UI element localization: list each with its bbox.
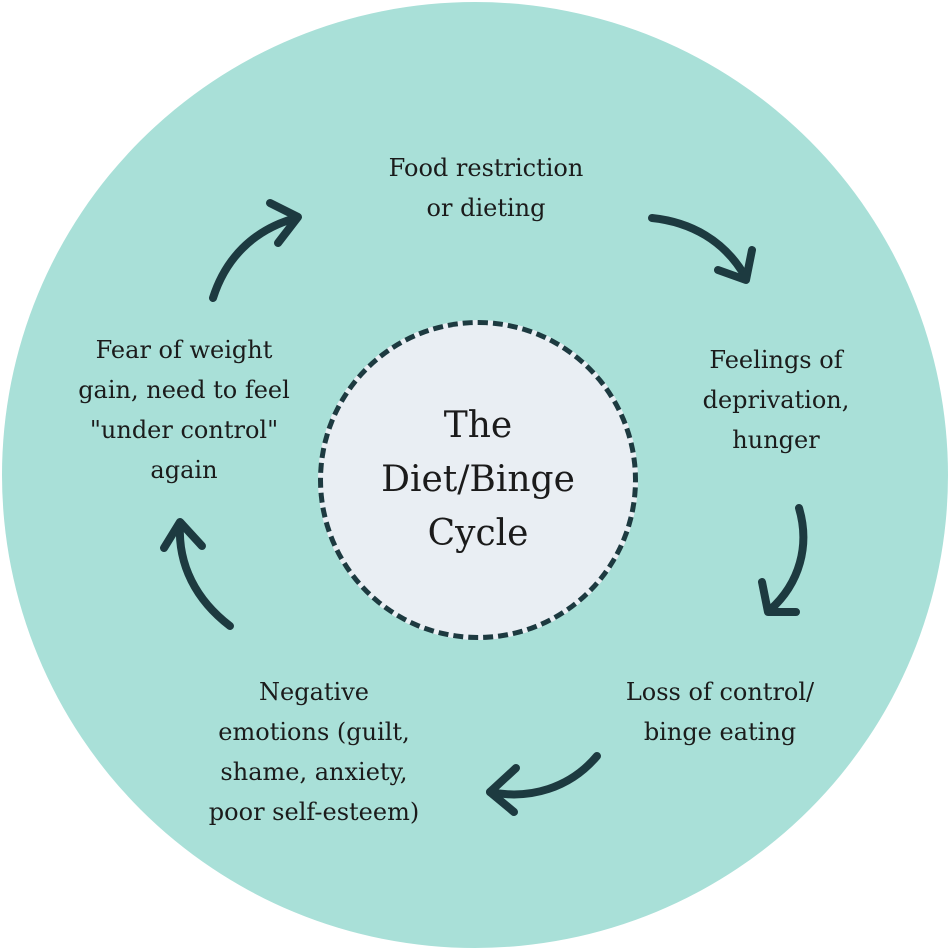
stage-deprivation: Feelings of deprivation, hunger	[703, 340, 850, 460]
stage-line: "under control"	[89, 416, 279, 444]
stage-line: Loss of control/	[625, 678, 815, 706]
arrow-emotions-to-fear	[160, 518, 234, 630]
stage-line: shame, anxiety,	[220, 758, 408, 786]
stage-line: again	[150, 456, 218, 484]
stage-line: gain, need to feel	[78, 376, 290, 404]
stage-line: or dieting	[426, 194, 546, 222]
stage-line: Fear of weight	[95, 336, 273, 364]
stage-fear-weight-gain: Fear of weight gain, need to feel "under…	[78, 330, 290, 490]
stage-line: Negative	[259, 678, 369, 706]
stage-line: Food restriction	[388, 154, 584, 182]
center-circle: The Diet/Binge Cycle	[318, 320, 638, 640]
stage-binge-eating: Loss of control/ binge eating	[626, 672, 814, 752]
stage-line: poor self-esteem)	[208, 798, 420, 826]
stage-line: deprivation,	[702, 386, 850, 414]
stage-negative-emotions: Negative emotions (guilt, shame, anxiety…	[209, 672, 419, 832]
arrow-deprivation-to-binge	[758, 504, 808, 616]
arrow-restriction-to-deprivation	[648, 214, 756, 284]
stage-line: hunger	[732, 426, 820, 454]
stage-line: emotions (guilt,	[218, 718, 410, 746]
center-title-line: Diet/Binge	[381, 459, 575, 500]
arrow-binge-to-emotions	[486, 752, 601, 816]
center-title-line: The	[443, 405, 513, 446]
stage-line: binge eating	[643, 718, 797, 746]
stage-food-restriction: Food restriction or dieting	[389, 148, 584, 228]
center-title-line: Cycle	[427, 513, 529, 554]
center-title: The Diet/Binge Cycle	[358, 399, 598, 561]
stage-line: Feelings of	[709, 346, 843, 374]
arrow-fear-to-restriction	[209, 199, 302, 302]
